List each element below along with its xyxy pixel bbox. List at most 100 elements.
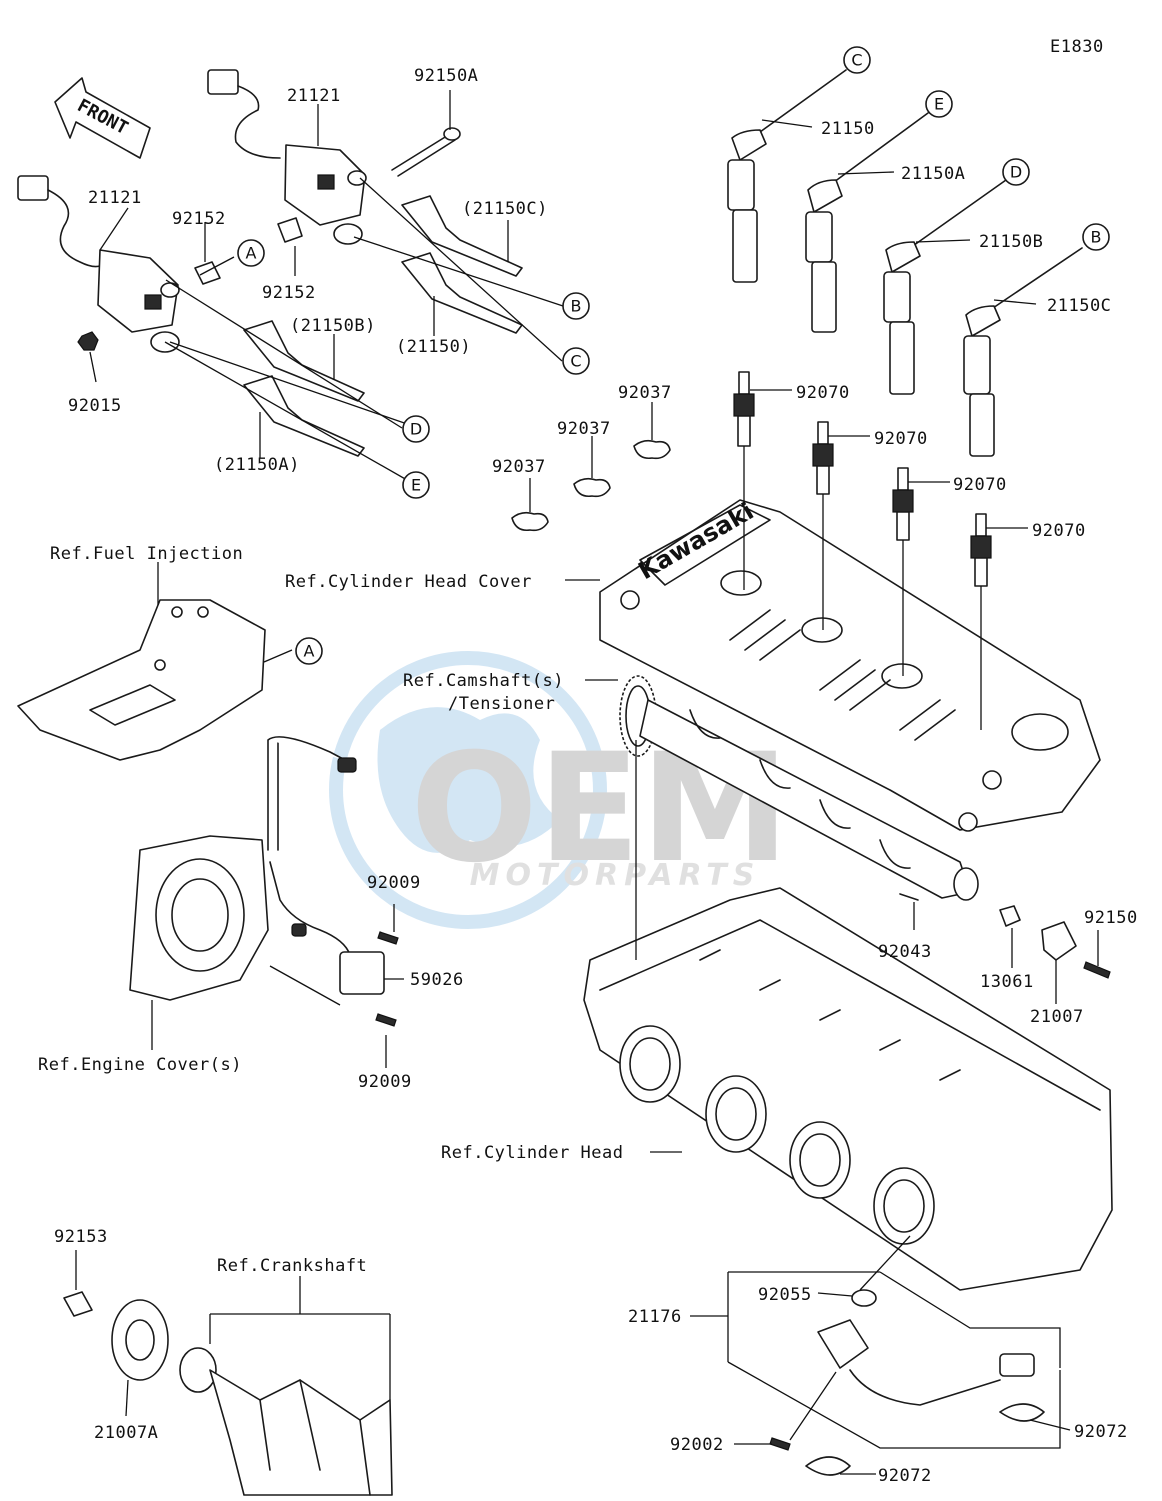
plug-cap-21150c-short — [401, 195, 523, 277]
svg-text:D: D — [410, 420, 422, 439]
label-92070-a: 92070 — [796, 383, 850, 403]
callout-a-left: A — [237, 239, 265, 267]
clamp-92037-a — [511, 511, 549, 532]
ref-cylinder-head-cover: Ref.Cylinder Head Cover — [285, 572, 532, 592]
ref-engine-cover: Ref.Engine Cover(s) — [38, 1055, 242, 1075]
collar-92152-a — [194, 261, 221, 285]
ref-camshaft-line2: /Tensioner — [448, 694, 555, 714]
label-92072-a: 92072 — [878, 1466, 932, 1486]
callout-b-top: B — [1082, 223, 1110, 251]
plug-lead-21150 — [727, 69, 847, 283]
label-92070-c: 92070 — [953, 475, 1007, 495]
crank-rotor-21007a — [111, 1299, 169, 1381]
clamp-92037-b — [573, 477, 611, 498]
ref-camshaft-line1: Ref.Camshaft(s) — [403, 671, 564, 691]
svg-text:A: A — [304, 642, 315, 661]
label-92043: 92043 — [878, 942, 932, 962]
plug-lead-21150c — [963, 247, 1083, 457]
plug-lead-21150b — [883, 179, 1007, 395]
bolt-92009-a — [377, 931, 399, 945]
camshaft — [619, 675, 979, 901]
watermark-sub-text: MOTORPARTS — [470, 858, 761, 893]
label-92037-c: 92037 — [618, 383, 672, 403]
engine-cover — [129, 835, 269, 1001]
spark-plug-92070-b — [812, 421, 834, 495]
nut-92015 — [77, 331, 99, 351]
label-92152-a: 92152 — [172, 209, 226, 229]
label-21121-a: 21121 — [287, 86, 341, 106]
label-21176: 21176 — [628, 1307, 682, 1327]
bolt-92150a — [391, 127, 461, 177]
plug-cap-21150a-short — [243, 375, 365, 457]
svg-text:E: E — [411, 476, 421, 495]
label-21007: 21007 — [1030, 1007, 1084, 1027]
callout-d-top: D — [1002, 158, 1030, 186]
label-21150c-paren: (21150C) — [462, 199, 548, 219]
label-92009-a: 92009 — [367, 873, 421, 893]
spark-plug-92070-c — [892, 467, 914, 541]
label-92055: 92055 — [758, 1285, 812, 1305]
spark-plug-92070-d — [970, 513, 992, 587]
label-21150a: 21150A — [901, 164, 965, 184]
ignition-coil-lower — [17, 175, 180, 353]
bolt-92009-b — [375, 1013, 397, 1027]
collar-92152-b — [277, 217, 303, 243]
label-21150b: 21150B — [979, 232, 1043, 252]
label-92015: 92015 — [68, 396, 122, 416]
label-21150b-paren: (21150B) — [290, 316, 376, 336]
callout-e-top: E — [925, 90, 953, 118]
ref-crankshaft: Ref.Crankshaft — [217, 1256, 367, 1276]
pin-92043 — [899, 893, 919, 901]
callout-a-bracket: A — [295, 637, 323, 665]
bolt-92153 — [63, 1291, 93, 1317]
fuel-injection-bracket — [17, 599, 266, 761]
label-92037-b: 92037 — [557, 419, 611, 439]
svg-text:B: B — [1091, 228, 1102, 247]
label-92070-d: 92070 — [1032, 521, 1086, 541]
svg-text:D: D — [1010, 163, 1022, 182]
callout-c-top: C — [843, 46, 871, 74]
label-21150-paren: (21150) — [396, 337, 471, 357]
label-92070-b: 92070 — [874, 429, 928, 449]
label-92037-a: 92037 — [492, 457, 546, 477]
front-arrow-icon: FRONT — [54, 77, 151, 159]
svg-text:A: A — [246, 244, 257, 263]
callout-b-coil: B — [562, 292, 590, 320]
callout-c-coil: C — [562, 347, 590, 375]
ref-fuel-injection: Ref.Fuel Injection — [50, 544, 243, 564]
label-92002: 92002 — [670, 1435, 724, 1455]
cylinder-head — [583, 887, 1113, 1291]
ref-cylinder-head: Ref.Cylinder Head — [441, 1143, 624, 1163]
crankshaft — [179, 1347, 393, 1496]
ignition-coil-upper — [207, 69, 367, 245]
plug-cap-21150b-short — [243, 320, 365, 402]
svg-text:B: B — [571, 297, 582, 316]
svg-text:C: C — [570, 352, 581, 371]
timing-rotor-21007 — [1041, 921, 1077, 961]
callout-e-coil: E — [402, 471, 430, 499]
leader-lines — [75, 90, 1099, 1475]
label-92152-b: 92152 — [262, 283, 316, 303]
bolt-92150 — [1083, 961, 1111, 979]
svg-text:C: C — [851, 51, 862, 70]
label-92153: 92153 — [54, 1227, 108, 1247]
label-21150c: 21150C — [1047, 296, 1111, 316]
bolt-92002 — [769, 1437, 791, 1451]
label-21150a-paren: (21150A) — [214, 455, 300, 475]
plug-lead-21150a — [805, 112, 929, 333]
label-92150: 92150 — [1084, 908, 1138, 928]
crank-sensor-21176 — [805, 1289, 1045, 1476]
svg-text:E: E — [934, 95, 944, 114]
label-21007a: 21007A — [94, 1423, 158, 1443]
clamp-92037-c — [633, 439, 671, 460]
callout-d-coil: D — [402, 415, 430, 443]
diagram-code: E1830 — [1050, 37, 1104, 57]
label-21150: 21150 — [821, 119, 875, 139]
label-92072-b: 92072 — [1074, 1422, 1128, 1442]
label-13061: 13061 — [980, 972, 1034, 992]
label-59026: 59026 — [410, 970, 464, 990]
label-21121-b: 21121 — [88, 188, 142, 208]
spark-plug-92070-a — [733, 371, 755, 447]
label-92009-b: 92009 — [358, 1072, 412, 1092]
